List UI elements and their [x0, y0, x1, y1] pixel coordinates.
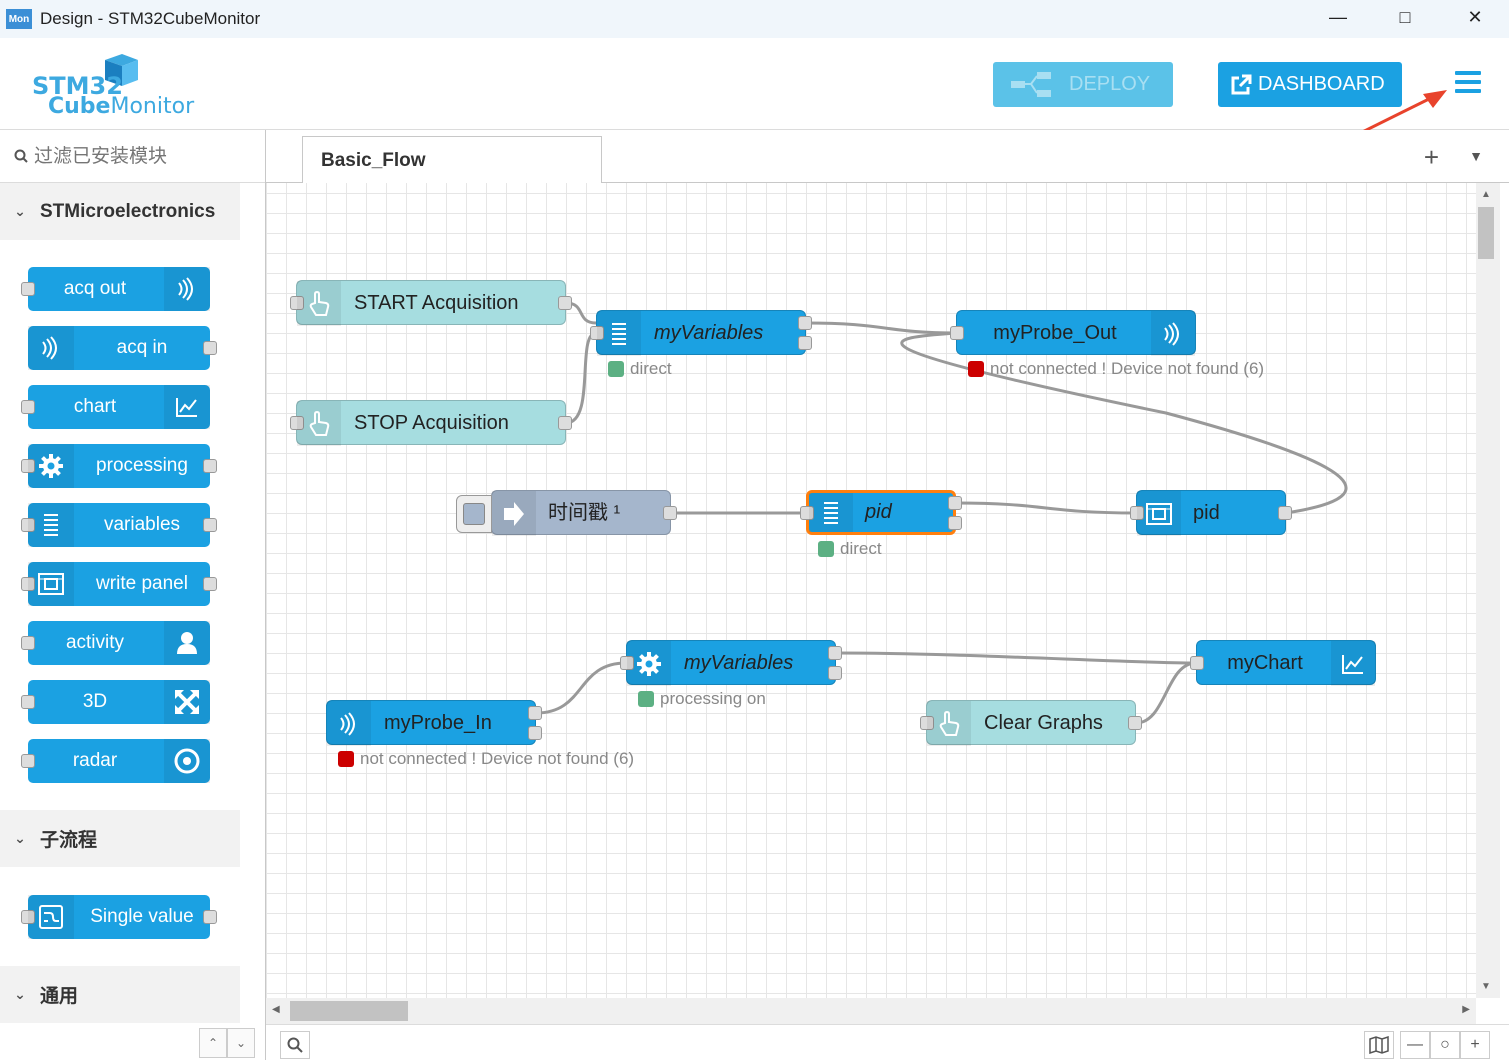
deploy-button[interactable]: DEPLOY	[993, 62, 1173, 107]
list-icon	[809, 493, 853, 532]
app-icon: Mon	[6, 9, 32, 29]
search-icon	[14, 149, 28, 163]
flow-node-pid-variables[interactable]: pid	[800, 490, 962, 535]
search-icon	[287, 1037, 303, 1053]
expand-all-button[interactable]: ⌄	[227, 1028, 255, 1058]
chevron-down-icon: ⌄	[14, 830, 26, 846]
tab-basic-flow[interactable]: Basic_Flow	[302, 136, 602, 184]
cube-icon	[105, 54, 138, 86]
palette-node-chart[interactable]: chart	[21, 385, 210, 429]
hand-pointer-icon	[297, 281, 341, 326]
palette-node-activity[interactable]: activity	[21, 621, 210, 665]
app-header: STM32 CubeMonitor DEPLOY DASHBOARD	[0, 38, 1509, 155]
flow-list-dropdown[interactable]: ▼	[1469, 148, 1483, 164]
main-menu-button[interactable]	[1448, 68, 1488, 102]
arrow-right-icon	[492, 491, 536, 536]
zoom-out-button[interactable]: —	[1400, 1031, 1430, 1059]
chevron-down-icon: ⌄	[14, 986, 26, 1002]
flow-node-pid-write-panel[interactable]: pid	[1130, 490, 1292, 536]
dashboard-label: DASHBOARD	[1258, 73, 1385, 95]
logo-stm32: STM32	[32, 72, 123, 100]
flow-node-stop-acquisition[interactable]: STOP Acquisition	[290, 400, 572, 446]
signal-wave-icon	[164, 267, 210, 311]
category-subflow[interactable]: ⌄ 子流程	[0, 810, 240, 867]
hand-pointer-icon	[297, 401, 341, 446]
line-chart-icon	[164, 385, 210, 429]
palette-node-processing[interactable]: processing	[21, 444, 217, 488]
subflow-icon	[28, 895, 74, 939]
signal-wave-icon	[327, 701, 371, 746]
category-common[interactable]: ⌄ 通用	[0, 966, 240, 1023]
palette-node-3d[interactable]: 3D	[21, 680, 210, 724]
flow-node-myprobe-in[interactable]: myProbe_In	[326, 700, 542, 746]
inject-button[interactable]	[456, 495, 492, 533]
list-icon	[597, 311, 641, 356]
navigator-button[interactable]	[1364, 1031, 1394, 1059]
close-button[interactable]: ✕	[1467, 6, 1483, 27]
map-icon	[1369, 1036, 1389, 1054]
flow-node-myprobe-out[interactable]: myProbe_Out	[950, 310, 1196, 356]
palette-node-write-panel[interactable]: write panel	[21, 562, 217, 606]
palette-node-radar[interactable]: radar	[21, 739, 210, 783]
palette-node-variables[interactable]: variables	[21, 503, 217, 547]
signal-wave-icon	[1151, 311, 1195, 356]
dashboard-button[interactable]: DASHBOARD	[1218, 62, 1402, 107]
flow-node-myvariables[interactable]: myVariables	[590, 310, 812, 356]
zoom-reset-button[interactable]: ○	[1430, 1031, 1460, 1059]
node-status: processing on	[638, 689, 766, 709]
node-status: direct	[818, 539, 882, 559]
palette-node-single-value[interactable]: Single value	[21, 895, 217, 939]
zoom-in-button[interactable]: +	[1460, 1031, 1490, 1059]
canvas-vertical-scrollbar[interactable]: ▲ ▼	[1476, 183, 1500, 998]
user-icon	[164, 621, 210, 665]
logo-monitor: Monitor	[110, 94, 195, 119]
hamburger-icon	[1455, 71, 1481, 75]
deploy-icon	[1011, 71, 1051, 97]
panel-icon	[1137, 491, 1181, 536]
minimize-button[interactable]: —	[1329, 6, 1347, 27]
canvas-horizontal-scrollbar[interactable]: ◀ ▶	[266, 998, 1476, 1024]
expand-arrows-icon	[164, 680, 210, 724]
line-chart-icon	[1331, 641, 1375, 686]
flow-wires	[535, 301, 1348, 725]
signal-wave-icon	[28, 326, 74, 370]
target-icon	[164, 739, 210, 783]
panel-icon	[28, 562, 74, 606]
logo-cube: Cube	[48, 94, 111, 119]
flow-node-clear-graphs[interactable]: Clear Graphs	[920, 700, 1142, 746]
hand-pointer-icon	[927, 701, 971, 746]
window-title: Design - STM32CubeMonitor	[40, 9, 261, 28]
palette-scroll-buttons: ⌃ ⌄	[199, 1028, 255, 1058]
node-status: not connected ! Device not found (6)	[968, 359, 1264, 379]
collapse-all-button[interactable]: ⌃	[199, 1028, 227, 1058]
flow-node-timestamp[interactable]: 时间戳 ¹	[456, 490, 677, 536]
search-flows-button[interactable]	[280, 1031, 310, 1059]
node-status: not connected ! Device not found (6)	[338, 749, 634, 769]
palette-node-acq-in[interactable]: acq in	[28, 326, 217, 370]
flow-node-mychart[interactable]: myChart	[1190, 640, 1376, 686]
palette-sidebar: ⌄ STMicroelectronics acq out acq in char…	[0, 130, 266, 1060]
flow-node-start-acquisition[interactable]: START Acquisition	[290, 280, 572, 326]
stm32cubemonitor-logo: STM32 CubeMonitor	[30, 52, 194, 122]
category-stmicroelectronics[interactable]: ⌄ STMicroelectronics	[0, 183, 240, 240]
external-link-icon	[1231, 74, 1252, 94]
palette-node-acq-out[interactable]: acq out	[21, 267, 210, 311]
add-flow-button[interactable]: +	[1423, 142, 1439, 172]
workspace-tabbar: Basic_Flow + ▼	[266, 130, 1509, 184]
maximize-button[interactable]: □	[1399, 6, 1411, 27]
palette-filter-input[interactable]	[34, 145, 254, 167]
palette-filter[interactable]	[0, 130, 265, 183]
workspace-footer: — ○ +	[266, 1024, 1509, 1060]
node-status: direct	[608, 359, 672, 379]
gear-icon	[627, 641, 671, 686]
deploy-label: DEPLOY	[1069, 73, 1151, 95]
gear-icon	[28, 444, 74, 488]
flow-canvas[interactable]: START Acquisition STOP Acquisition myVar…	[266, 183, 1476, 998]
flow-node-myvariables-processing[interactable]: myVariables	[620, 640, 842, 686]
list-icon	[28, 503, 74, 547]
chevron-down-icon: ⌄	[14, 203, 26, 219]
window-titlebar: Mon Design - STM32CubeMonitor — □ ✕	[0, 0, 1509, 38]
